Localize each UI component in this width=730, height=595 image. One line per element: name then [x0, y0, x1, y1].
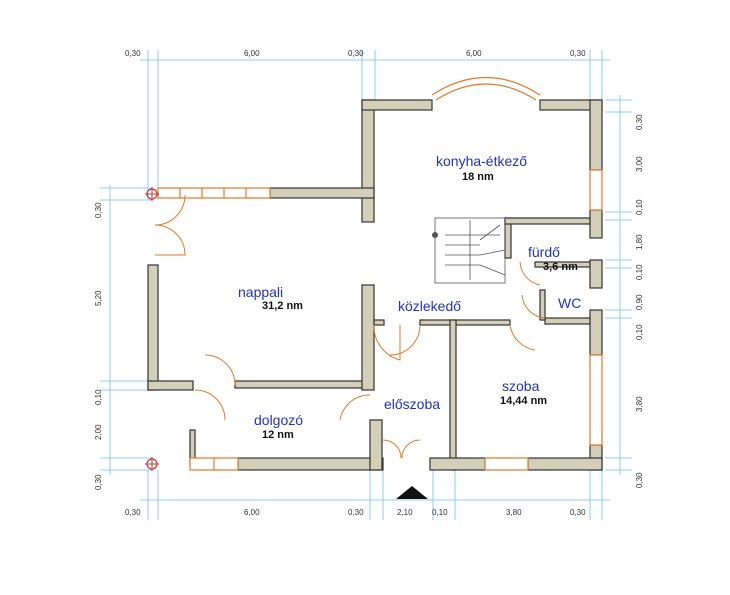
room-label-nappali: nappali [238, 284, 283, 300]
dim-left-1: 0,30 [94, 202, 103, 218]
dim-left-2: 5,20 [94, 290, 103, 306]
room-label-kozlekedo: közlekedő [398, 298, 461, 314]
room-label-szoba: szoba [502, 378, 540, 394]
dim-top-3: 0,30 [348, 49, 364, 58]
room-label-furdo: fürdő [528, 244, 560, 260]
dimension-lines [100, 50, 632, 520]
dim-top-4: 6,00 [466, 49, 482, 58]
windows [157, 76, 603, 471]
walls [147, 99, 603, 471]
dim-bottom-2: 6,00 [244, 508, 260, 517]
dim-right-8: 3,80 [635, 396, 644, 412]
dim-right-6: 0,90 [635, 294, 644, 310]
dim-bottom-7: 0,30 [570, 508, 586, 517]
doors [154, 194, 546, 459]
reference-markers [145, 187, 159, 471]
dim-right-3: 0,10 [635, 199, 644, 215]
dim-top-5: 0,30 [570, 49, 586, 58]
dim-bottom-1: 0,30 [125, 508, 141, 517]
room-label-konyha: konyha-étkező [436, 153, 527, 169]
dim-right-9: 0,30 [635, 472, 644, 488]
dim-top-2: 6,00 [244, 49, 260, 58]
dim-bottom-3: 0,30 [348, 508, 364, 517]
dim-right-2: 3,00 [635, 156, 644, 172]
entrance-arrow-icon [396, 486, 428, 499]
room-label-wc: WC [558, 295, 581, 311]
room-area-szoba: 14,44 nm [500, 395, 547, 407]
room-label-eloszoba: előszoba [384, 396, 440, 412]
dim-left-3: 0,10 [94, 389, 103, 405]
dim-bottom-4: 2,10 [397, 508, 413, 517]
dim-top-1: 0,30 [125, 49, 141, 58]
room-area-dolgozo: 12 nm [262, 429, 294, 441]
room-area-nappali: 31,2 nm [262, 300, 303, 312]
dim-bottom-5: 0,10 [432, 508, 448, 517]
dim-left-5: 0,30 [94, 474, 103, 490]
dim-right-7: 0,10 [635, 324, 644, 340]
dim-right-4: 1,80 [635, 234, 644, 250]
dim-right-1: 0,30 [635, 114, 644, 130]
room-area-konyha: 18 nm [462, 171, 494, 183]
dim-right-5: 0,10 [635, 264, 644, 280]
room-label-dolgozo: dolgozó [254, 412, 303, 428]
room-area-furdo: 3,6 nm [543, 261, 578, 273]
dim-left-4: 2,00 [94, 424, 103, 440]
dim-bottom-6: 3,80 [506, 508, 522, 517]
staircase [432, 217, 506, 284]
